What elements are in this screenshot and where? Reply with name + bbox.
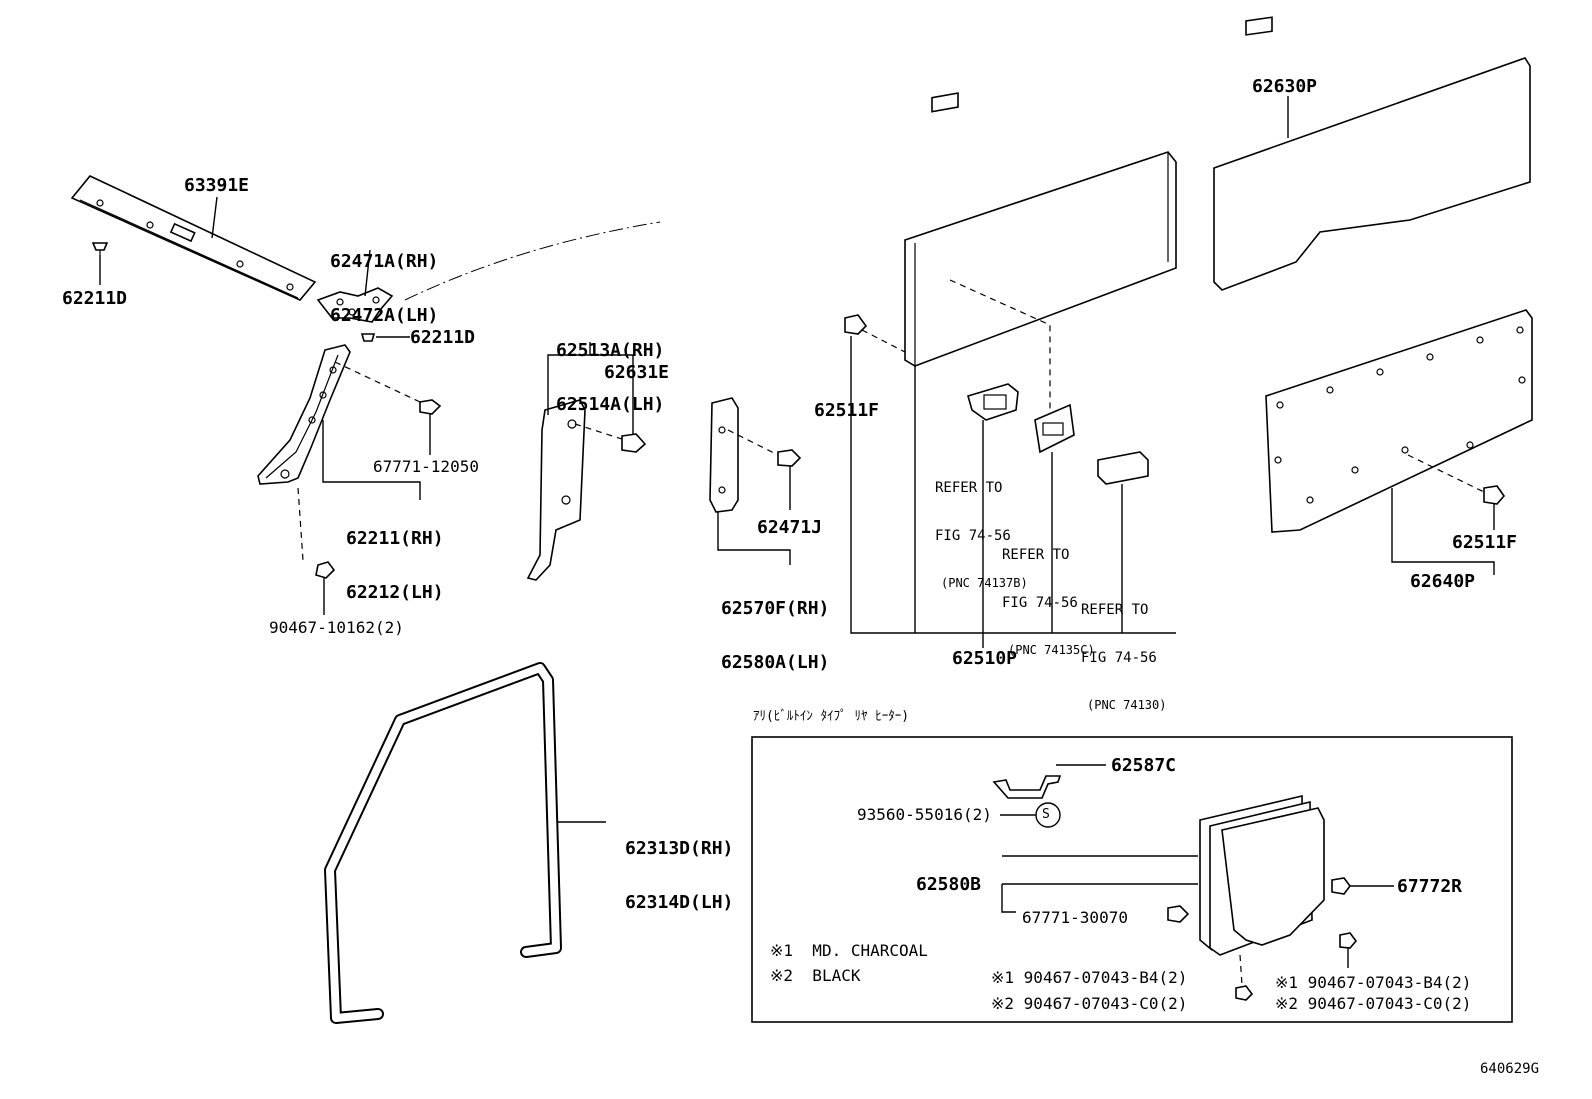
label-62630p: 62630P [1252,76,1318,97]
ref-74130-line3: (PNC 74130) [1087,697,1167,712]
ref-74130: REFER TO FIG 74-56 (PNC 74130) [1081,570,1166,729]
ref-74135c-line3: (PNC 74135C) [1008,642,1095,657]
clip-62631e [621,433,647,453]
label-67771-30070: 67771-30070 [1022,908,1128,927]
label-62471j: 62471J [757,517,823,538]
ref-74137b-line3: (PNC 74137B) [941,575,1028,590]
label-62513a-rh: 62513A(RH) [556,340,665,361]
clip-62211d-left [91,242,109,285]
part-62640p [1265,309,1533,533]
leader-62570f [717,512,791,565]
ref-74137b-line2: FIG 74-56 [935,528,1011,545]
label-62580a-lh: 62580A(LH) [721,652,830,673]
part-62630p [1213,16,1531,291]
ref-74137b-line1: REFER TO [935,480,1003,497]
ref-74135c: REFER TO FIG 74-56 (PNC 74135C) [1002,515,1095,674]
part-62211 [257,344,351,485]
part-62580b-heater [1199,794,1325,956]
leader-62580b [1001,855,1198,913]
leader-63391e [211,196,218,239]
label-62511f-right: 62511F [1452,532,1518,553]
label-67771-12050: 67771-12050 [373,457,479,476]
dash-62211 [334,361,421,403]
label-62640p: 62640P [1410,571,1476,592]
label-62587c: 62587C [1111,755,1177,776]
clip-90467-right [1339,932,1358,949]
part-62313d [324,662,562,1024]
clip-62511f-center [844,314,868,335]
ref-74137b: REFER TO FIG 74-56 (PNC 74137B) [935,448,1028,607]
label-62471a-rh: 62471A(RH) [330,251,439,272]
label-62513a: 62513A(RH) 62514A(LH) [556,306,664,432]
label-63391e: 63391E [184,175,250,196]
clip-62471j [777,449,802,510]
dash-62631e [574,423,626,441]
dash-90467 [297,487,304,561]
label-62514a-lh: 62514A(LH) [556,394,665,415]
label-90467-b4-right: ※1 90467-07043-B4(2) [1275,973,1472,992]
dash-panel-1 [949,279,1051,410]
part-cup-74130 [1097,451,1149,485]
dash-62511f-right [1407,454,1485,493]
part-handle-74137b [967,383,1019,421]
clip-67771-30070 [1167,905,1190,923]
label-62211-rh: 62211(RH) [346,528,444,549]
label-62570f: 62570F(RH) 62580A(LH) [721,564,829,690]
label-62211: 62211(RH) 62212(LH) [346,494,444,620]
s-symbol: S [1042,807,1050,822]
part-62471a [316,287,394,323]
inset-title: ｱﾘ(ﾋﾞﾙﾄｲﾝ ﾀｲﾌﾟ ﾘﾔ ﾋｰﾀｰ) [753,709,910,724]
clip-67771-12050 [419,399,442,455]
clip-67772r [1331,877,1351,895]
label-90467-c0-left: ※2 90467-07043-C0(2) [991,994,1188,1013]
label-62314d-lh: 62314D(LH) [625,892,734,913]
part-62510p [904,92,1177,367]
leader-62211 [322,420,421,500]
leader-62471a [364,249,371,297]
label-93560: 93560-55016(2) [857,805,992,824]
label-90467-10162: 90467-10162(2) [269,618,404,637]
label-62313d: 62313D(RH) 62314D(LH) [625,804,733,930]
label-62580b: 62580B [916,874,982,895]
ref-74135c-line1: REFER TO [1002,547,1070,564]
clip-62211d-center [360,333,410,342]
inset-box [751,736,1513,1023]
part-62587c [992,775,1062,799]
part-62570f [709,397,739,513]
dash-62511f-center [861,329,906,353]
legend-1: ※1 MD. CHARCOAL [770,941,928,960]
figure-id: 640629G [1480,1061,1540,1077]
label-90467-b4-left: ※1 90467-07043-B4(2) [991,968,1188,987]
dash-62471j [727,429,779,456]
label-62211d-left: 62211D [62,288,128,309]
label-90467-c0-right: ※2 90467-07043-C0(2) [1275,994,1472,1013]
dash-90467-left [1239,954,1243,986]
label-62510p: 62510P [952,648,1018,669]
label-62570f-rh: 62570F(RH) [721,598,830,619]
clip-90467-left [1235,985,1254,1001]
ref-74130-line2: FIG 74-56 [1081,650,1157,667]
clip-90467-10162 [315,561,336,615]
leader-62510p [850,336,1176,634]
part-pocket-74135c [1034,403,1075,454]
label-62211d-center: 62211D [410,327,476,348]
label-62511f-center: 62511F [814,400,880,421]
clip-62511f-right [1483,485,1506,530]
part-62513a [526,399,586,581]
ref-74130-line1: REFER TO [1081,602,1149,619]
ref-74135c-line2: FIG 74-56 [1002,595,1078,612]
legend-2: ※2 BLACK [770,966,861,985]
part-63391e [70,175,317,301]
label-62631e: 62631E [604,362,670,383]
label-62471a: 62471A(RH) 62472A(LH) [330,217,438,343]
label-62212-lh: 62212(LH) [346,582,444,603]
label-67772r: 67772R [1397,876,1463,897]
body-outline-line [404,221,661,301]
label-62313d-rh: 62313D(RH) [625,838,734,859]
label-62472a-lh: 62472A(LH) [330,305,439,326]
leader-62640p [1391,488,1495,575]
